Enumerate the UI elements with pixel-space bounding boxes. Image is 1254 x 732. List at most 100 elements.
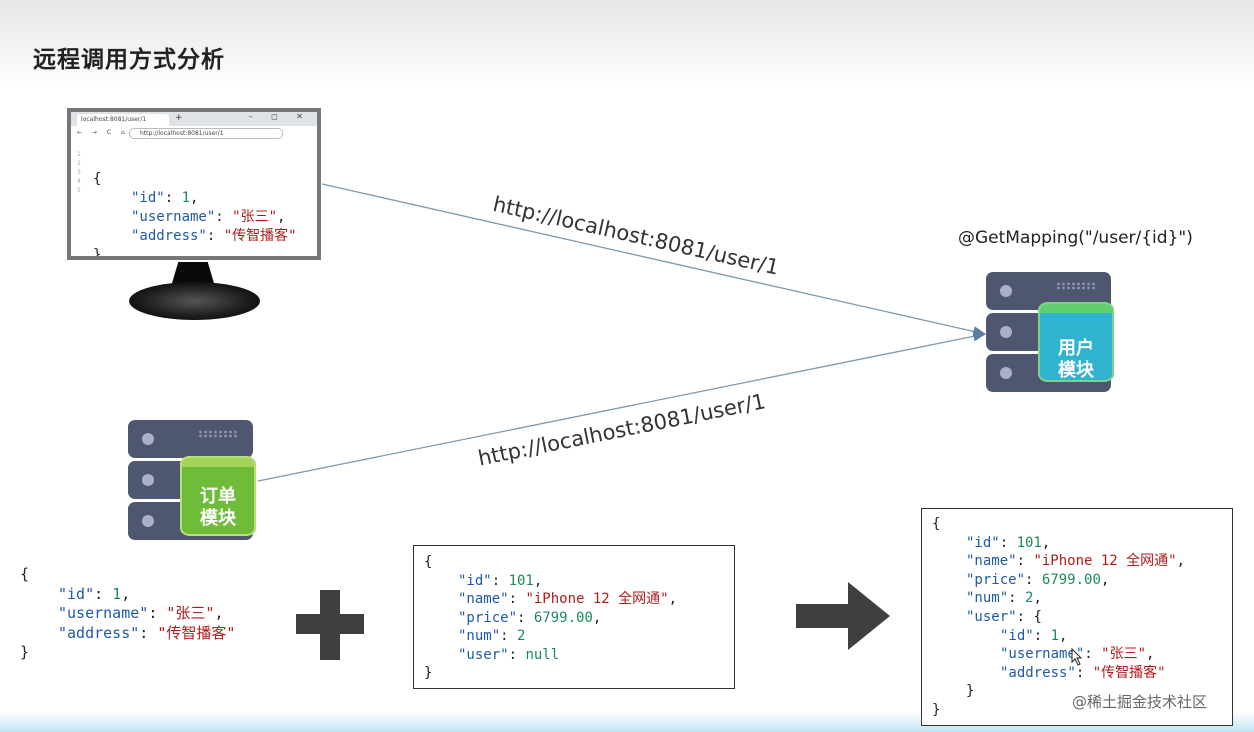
json-key: "user" — [966, 608, 1017, 625]
json-line: "num": 2, — [966, 590, 1042, 607]
json-brace: } — [966, 683, 975, 700]
json-line: "id": 101, — [966, 534, 1051, 551]
json-line: "user": { — [966, 608, 1042, 625]
json-line: { — [932, 515, 1185, 534]
browser-window: localhost:8081/user/1 + – ◻ ✕ ← → C ⌂ ht… — [71, 112, 317, 256]
json-key: "price" — [966, 571, 1026, 588]
json-brace: } — [20, 643, 30, 661]
json-value: 1 — [112, 584, 122, 603]
result-arrow-icon — [796, 582, 890, 650]
request-arrow-browser — [321, 183, 987, 337]
json-value: "传智播客" — [223, 228, 297, 244]
json-line: } — [424, 664, 677, 683]
user-json: {"id": 1,"username": "张三","address": "传智… — [20, 565, 235, 663]
json-value: "iPhone 12 全网通" — [1033, 553, 1177, 570]
json-line: "id": 1, — [1000, 627, 1068, 644]
json-key: "id" — [1000, 627, 1034, 644]
line-numbers: 1 2 3 4 5 — [77, 151, 81, 194]
json-value: 101 — [508, 572, 534, 589]
json-key: "id" — [131, 190, 165, 206]
json-comma: , — [1176, 553, 1186, 570]
json-comma: , — [190, 190, 199, 206]
json-key: "address" — [58, 623, 140, 642]
json-value: null — [525, 646, 560, 663]
json-line: "username": "张三", — [58, 604, 224, 622]
server-led — [1000, 326, 1012, 338]
json-line: { — [93, 170, 297, 189]
json-key: "username" — [58, 604, 149, 622]
browser-tabbar: localhost:8081/user/1 + – ◻ ✕ — [71, 112, 317, 126]
json-comma: , — [277, 209, 286, 225]
json-key: "address" — [1000, 664, 1076, 681]
result-json: {"id": 101,"name": "iPhone 12 全网通","pric… — [932, 515, 1185, 720]
browser-json: {"id": 1,"username": "张三","address": "传智… — [93, 170, 297, 256]
json-brace: { — [20, 565, 30, 583]
json-key: "price" — [458, 609, 518, 626]
browser-toolbar: ← → C ⌂ http://localhost:8081/user/1 — [71, 126, 317, 140]
nav-icons[interactable]: ← → C ⌂ — [77, 129, 129, 136]
json-value: 2 — [517, 628, 526, 644]
json-value: "张三" — [166, 604, 215, 622]
address-bar[interactable]: http://localhost:8081/user/1 — [129, 128, 283, 139]
json-line: "price": 6799.00, — [458, 609, 602, 626]
order-module-cylinder: 订单 模块 — [180, 456, 256, 536]
json-value: "张三" — [1101, 646, 1147, 663]
server-led — [142, 433, 154, 445]
server-led — [142, 515, 154, 527]
json-line: "num": 2 — [458, 628, 526, 644]
json-key: "name" — [458, 591, 509, 607]
result-json-box: {"id": 101,"name": "iPhone 12 全网通","pric… — [921, 508, 1233, 726]
json-key: "num" — [458, 628, 501, 644]
json-comma: , — [533, 572, 543, 589]
json-line: "username": "张三", — [1000, 646, 1155, 663]
json-line: "name": "iPhone 12 全网通", — [458, 591, 678, 607]
json-key: "address" — [131, 228, 207, 244]
json-brace: } — [424, 665, 433, 681]
new-tab-icon[interactable]: + — [175, 113, 183, 123]
json-comma: , — [214, 604, 224, 622]
json-value: 101 — [1016, 534, 1042, 551]
slide-title: 远程调用方式分析 — [33, 47, 225, 73]
json-line: { — [424, 553, 677, 572]
json-key: "num" — [966, 590, 1009, 607]
monitor-base — [129, 282, 260, 320]
order-module-server: 订单 模块 — [128, 420, 258, 544]
window-controls[interactable]: – ◻ ✕ — [248, 112, 311, 121]
server-led — [1000, 367, 1012, 379]
json-comma: , — [1146, 646, 1155, 663]
order-json-box: {"id": 101,"name": "iPhone 12 全网通","pric… — [413, 545, 735, 689]
user-module-label: 用户 模块 — [1058, 338, 1094, 381]
json-value: { — [1033, 608, 1042, 625]
json-line: } — [93, 246, 297, 256]
browser-tab[interactable]: localhost:8081/user/1 — [77, 114, 169, 126]
json-brace: } — [93, 247, 102, 256]
json-comma: , — [1033, 590, 1042, 607]
json-comma: , — [668, 591, 678, 607]
json-line: } — [932, 701, 1185, 720]
json-value: "张三" — [232, 209, 278, 225]
json-value: "传智播客" — [157, 623, 236, 642]
json-line: "address": "传智播客" — [131, 228, 297, 244]
json-value: 1 — [1050, 627, 1060, 644]
json-value: 6799.00 — [1041, 571, 1101, 588]
watermark: @稀土掘金技术社区 — [1072, 693, 1208, 711]
json-line: } — [20, 643, 235, 663]
json-brace: { — [93, 171, 102, 187]
json-line: "id": 1, — [58, 584, 131, 603]
server-unit — [128, 420, 253, 458]
json-comma: , — [121, 584, 131, 603]
server-led — [1000, 285, 1012, 297]
json-key: "username" — [131, 209, 216, 225]
json-value: 2 — [1025, 590, 1034, 607]
json-key: "id" — [966, 534, 1000, 551]
json-value: "iPhone 12 全网通" — [525, 591, 669, 607]
server-grill — [198, 430, 238, 438]
user-module-cylinder: 用户 模块 — [1038, 302, 1114, 382]
json-line: "name": "iPhone 12 全网通", — [966, 553, 1186, 570]
json-line: { — [20, 565, 235, 585]
json-line: } — [932, 682, 1185, 701]
plus-icon — [296, 590, 364, 660]
json-comma: , — [1100, 571, 1110, 588]
json-comma: , — [592, 609, 602, 626]
json-brace: { — [424, 554, 433, 570]
